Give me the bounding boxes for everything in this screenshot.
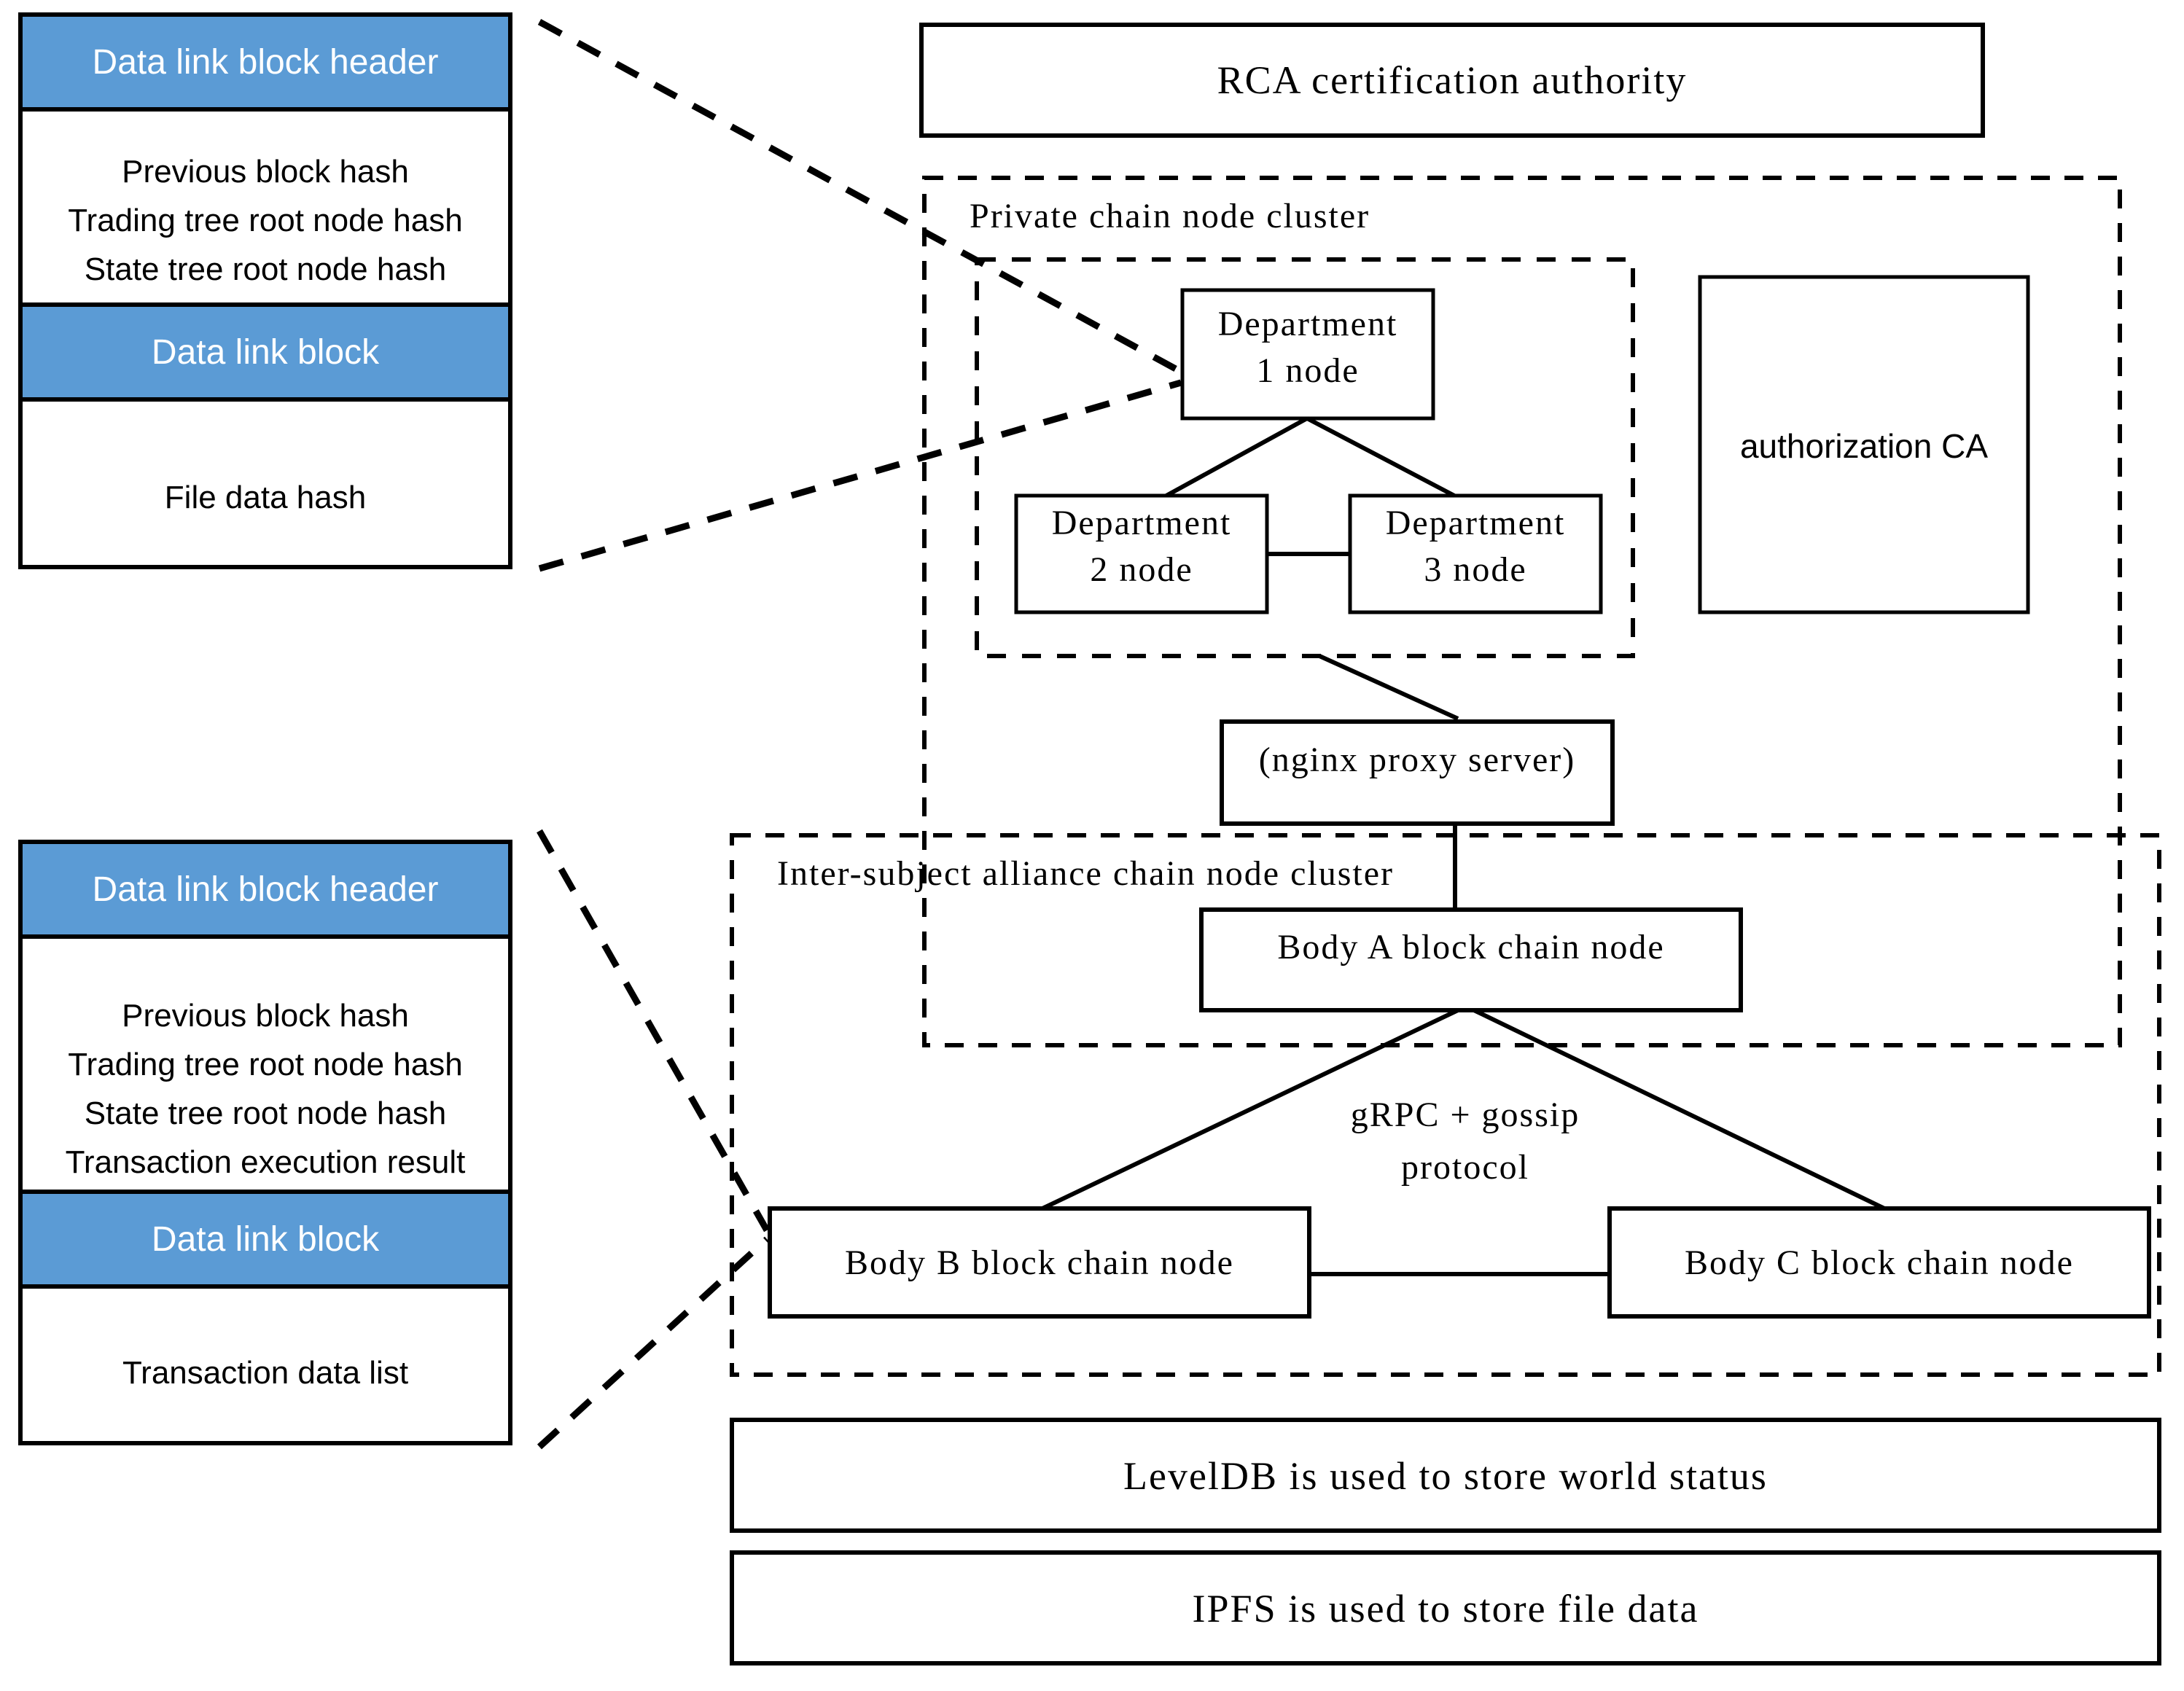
- connector-bodya-bodyb: [1041, 1008, 1459, 1211]
- private-cluster-label: Private chain node cluster: [970, 197, 1370, 235]
- leveldb-storage-box: [730, 1418, 2161, 1533]
- nginx-proxy-server-label: (nginx proxy server): [1259, 741, 1576, 779]
- leader-line-top-lower: [538, 379, 1182, 572]
- block-bottom-header-fields-box: [18, 934, 512, 1194]
- rca-certification-authority-label: RCA certification authority: [1217, 58, 1688, 102]
- department-3-node-label-line1: Department: [1386, 504, 1566, 542]
- nginx-proxy-server-box: [1220, 719, 1615, 826]
- leader-lines-bottom: [537, 829, 770, 1450]
- authorization-ca-label: authorization CA: [1740, 427, 1988, 465]
- block-structure-top: Data link block header Previous block ha…: [18, 12, 512, 569]
- department-3-node-box: [1348, 493, 1603, 614]
- block-bottom-body-label: Data link block: [152, 1220, 380, 1259]
- protocol-note-line2: protocol: [1401, 1148, 1529, 1187]
- block-top-header-fields-box: [18, 107, 512, 307]
- connector-dept1-dept3: [1306, 416, 1456, 498]
- body-a-block-chain-node-box: [1199, 907, 1743, 1012]
- leader-line-bottom-lower: [537, 1236, 770, 1450]
- department-2-node-box: [1014, 493, 1269, 614]
- block-bottom-field-3: Transaction execution result: [66, 1144, 466, 1180]
- body-a-block-chain-node-label: Body A block chain node: [1277, 928, 1664, 966]
- nginx-proxy-server-group: (nginx proxy server): [1220, 719, 1615, 910]
- department-3-node-label-line2: 3 node: [1424, 550, 1526, 589]
- alliance-cluster-label: Inter-subject alliance chain node cluste…: [777, 854, 1394, 893]
- leader-line-bottom-upper: [537, 829, 770, 1233]
- private-cluster-border: [922, 176, 2122, 1047]
- block-top-header-label: Data link block header: [93, 43, 439, 82]
- block-bottom-body-band: [18, 1190, 512, 1289]
- rca-box-group: RCA certification authority: [919, 23, 1985, 138]
- block-top-field-0: Previous block hash: [122, 154, 409, 190]
- block-bottom-body-fields-box: [18, 1284, 512, 1445]
- body-c-block-chain-node-box: [1607, 1206, 2151, 1319]
- block-top-body-field-0: File data hash: [165, 480, 366, 515]
- department-2-node-label-line1: Department: [1052, 504, 1232, 542]
- body-c-block-chain-node-label: Body C block chain node: [1685, 1243, 2074, 1282]
- block-bottom-field-0: Previous block hash: [122, 998, 409, 1034]
- body-b-block-chain-node-box: [768, 1206, 1311, 1319]
- block-top-body-label: Data link block: [152, 333, 380, 372]
- block-bottom-header-label: Data link block header: [93, 870, 439, 909]
- block-bottom-field-2: State tree root node hash: [85, 1096, 447, 1131]
- leader-lines-top: [537, 19, 1183, 572]
- authorization-ca-box: [1698, 275, 2030, 614]
- block-bottom-field-1: Trading tree root node hash: [68, 1047, 462, 1082]
- alliance-chain-node-cluster: Inter-subject alliance chain node cluste…: [730, 833, 2161, 1377]
- block-top-field-1: Trading tree root node hash: [68, 203, 462, 238]
- department-1-node-label-line2: 1 node: [1256, 351, 1359, 390]
- block-structure-bottom: Data link block header Previous block ha…: [18, 840, 512, 1445]
- body-b-block-chain-node-label: Body B block chain node: [845, 1243, 1234, 1282]
- department-1-node-label-line1: Department: [1218, 305, 1398, 343]
- block-bottom-body-field-0: Transaction data list: [122, 1355, 408, 1391]
- department-2-node-label-line2: 2 node: [1090, 550, 1193, 589]
- block-top-header-band: [18, 12, 512, 112]
- department-1-node-box: [1180, 288, 1435, 421]
- rca-certification-authority-box: [919, 23, 1985, 138]
- protocol-note-line1: gRPC + gossip: [1351, 1096, 1580, 1134]
- connector-bodya-bodyc: [1473, 1008, 1886, 1211]
- block-top-field-2: State tree root node hash: [85, 251, 447, 287]
- connector-dept-to-proxy: [1318, 654, 1459, 721]
- connector-dept1-dept2: [1165, 416, 1309, 498]
- leader-line-top-upper: [537, 19, 1183, 375]
- block-bottom-header-band: [18, 840, 512, 939]
- ipfs-storage-box: [730, 1550, 2161, 1665]
- storage-boxes: LevelDB is used to store world status IP…: [730, 1418, 2161, 1665]
- department-group-border: [975, 257, 1635, 658]
- block-top-body-fields-box: [18, 397, 512, 569]
- alliance-cluster-border: [730, 833, 2161, 1377]
- private-chain-node-cluster: Private chain node cluster Department 1 …: [922, 176, 2122, 1047]
- leveldb-storage-label: LevelDB is used to store world status: [1123, 1454, 1768, 1498]
- ipfs-storage-label: IPFS is used to store file data: [1193, 1587, 1699, 1631]
